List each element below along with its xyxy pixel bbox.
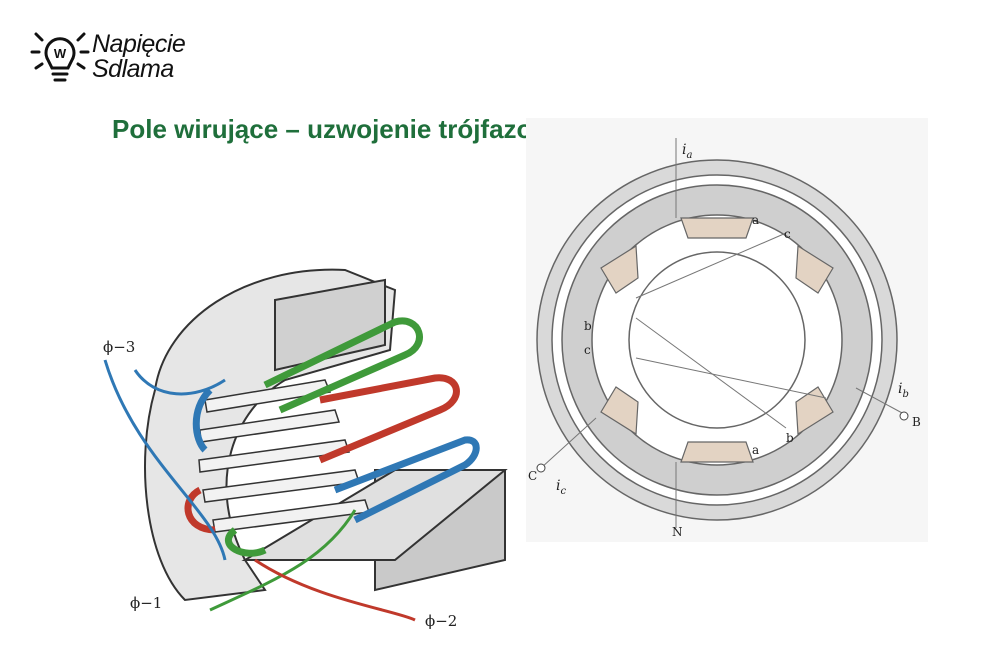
coil-phase-1 (209, 317, 423, 612)
label-a-top: a (752, 213, 759, 227)
stator-3d-diagram: ϕ−3 ϕ−1 ϕ−2 (103, 268, 508, 630)
label-phase-3: ϕ−3 (103, 338, 135, 356)
logo-line2: Sdlama (92, 55, 174, 83)
terminal-c-node (536, 463, 546, 473)
stator-core-face (241, 469, 508, 561)
stator-core-top-block (274, 278, 386, 372)
winding-connections (540, 138, 905, 528)
lightbulb-icon: W (30, 32, 90, 82)
label-c-left: c (584, 343, 591, 357)
label-phase-1: ϕ−1 (130, 594, 162, 612)
terminal-b-node (899, 411, 909, 421)
label-b-left: b (584, 319, 592, 333)
coil-phase-2 (184, 374, 460, 622)
brand-logo: W Napięcie Sdlama (30, 28, 220, 90)
label-current-a: ia (682, 142, 692, 161)
label-b-right: b (786, 431, 794, 445)
label-terminal-c: C (528, 469, 537, 483)
label-current-b: ib (898, 381, 909, 400)
label-neutral: N (672, 525, 683, 539)
logo-icon-letter: W (54, 46, 67, 61)
stator-cross-section-diagram: ia a a c b c b ib B ic C N (526, 118, 928, 542)
stator-poles (600, 217, 834, 463)
stator-teeth (198, 379, 370, 533)
label-phase-2: ϕ−2 (425, 612, 457, 630)
logo-wordmark: Napięcie Sdlama (92, 30, 186, 83)
label-c-top: c (784, 227, 791, 241)
label-current-c: ic (556, 478, 566, 497)
rotor (628, 251, 806, 429)
logo-line1: Napięcie (92, 30, 186, 58)
label-a-bottom: a (752, 443, 759, 457)
coil-phase-3 (103, 359, 480, 561)
label-terminal-b: B (912, 415, 921, 429)
